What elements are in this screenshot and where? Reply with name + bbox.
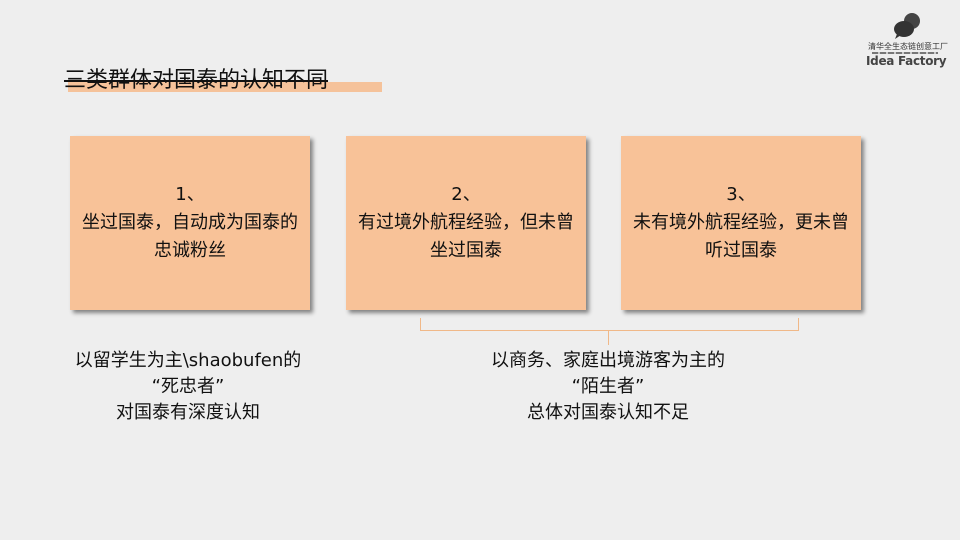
title-highlight [68, 82, 382, 92]
card-text: 未有境外航程经验，更未曾听过国泰 [633, 212, 849, 261]
note-line: 以商务、家庭出境游客为主的 [491, 350, 725, 371]
note-stranger: 以商务、家庭出境游客为主的 “陌生者” 总体对国泰认知不足 [460, 348, 756, 426]
group-card-3: 3、 未有境外航程经验，更未曾听过国泰 [621, 136, 861, 310]
note-line: “死忠者” [151, 376, 225, 397]
speech-bubbles-icon [894, 13, 920, 39]
note-line: 对国泰有深度认知 [116, 402, 260, 423]
slide-title-block: 三类群体对国泰的认知不同 [64, 62, 382, 94]
slide-title: 三类群体对国泰的认知不同 [64, 68, 329, 93]
group-card-1: 1、 坐过国泰，自动成为国泰的忠诚粉丝 [70, 136, 310, 310]
note-loyal: 以留学生为主\shaobufen的 “死忠者” 对国泰有深度认知 [40, 348, 336, 426]
note-line: 以留学生为主\shaobufen的 [74, 350, 302, 371]
idea-factory-logo: 清华全生态链创意工厂 Idea Factory [862, 8, 948, 68]
card-number: 3、 [726, 184, 756, 205]
note-line: “陌生者” [571, 376, 645, 397]
card-text: 有过境外航程经验，但未曾坐过国泰 [358, 212, 574, 261]
logo-stripe [872, 52, 938, 54]
card-number: 2、 [451, 184, 481, 205]
group-bracket [420, 318, 799, 331]
group-card-2: 2、 有过境外航程经验，但未曾坐过国泰 [346, 136, 586, 310]
card-text: 坐过国泰，自动成为国泰的忠诚粉丝 [82, 212, 298, 261]
logo-cn-text: 清华全生态链创意工厂 [868, 42, 948, 51]
note-line: 总体对国泰认知不足 [527, 402, 689, 423]
card-number: 1、 [175, 184, 205, 205]
bracket-stem [608, 331, 609, 345]
logo-en-text: Idea Factory [866, 54, 947, 68]
